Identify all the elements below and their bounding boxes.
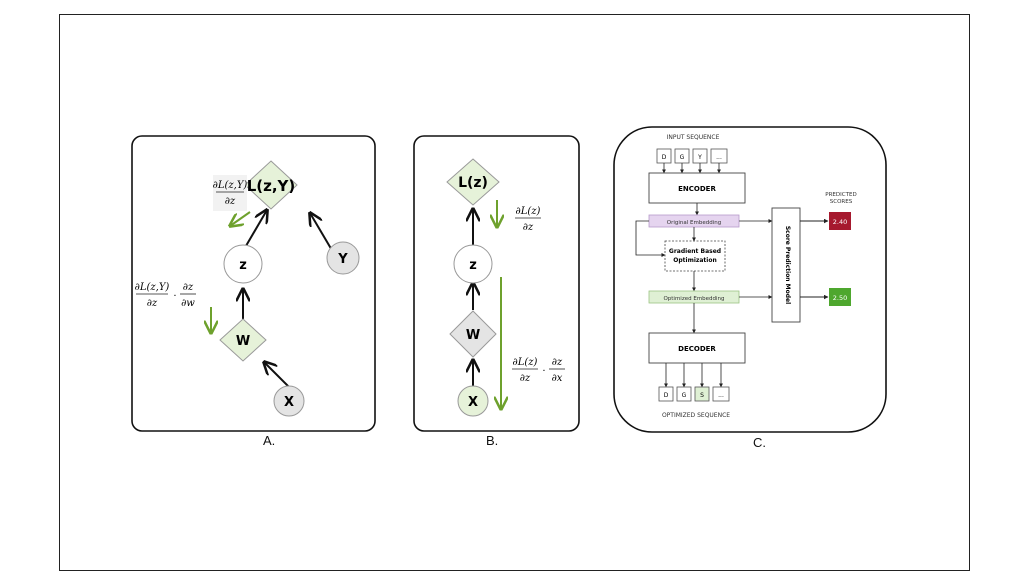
gradient-optimization-box	[664, 240, 726, 272]
panel-a: L(z,Y) z Y W X ∂L(z,Y) ∂z ∂L(z,Y)	[131, 135, 376, 432]
svg-text:∂z: ∂z	[552, 357, 563, 368]
node-loss-label: L(z,Y)	[247, 177, 296, 195]
output-tokens: D G S ...	[658, 386, 730, 402]
input-token-2: G	[680, 154, 685, 161]
node-y-label: Y	[337, 252, 348, 267]
input-sequence-label: INPUT SEQUENCE	[667, 134, 720, 141]
svg-text:∂L(z): ∂L(z)	[513, 357, 538, 368]
grad-chain-formula-b: ∂L(z) ∂z · ∂z ∂x	[512, 357, 565, 384]
node-x-b-label: X	[468, 395, 478, 410]
score-prediction-model-box	[771, 207, 801, 323]
svg-text:∂z: ∂z	[147, 298, 158, 309]
svg-text:∂z: ∂z	[225, 196, 236, 207]
green-grad-arrow-top	[230, 211, 251, 226]
node-z-label: z	[239, 258, 247, 273]
edge-y-to-loss	[310, 213, 334, 253]
optimizer-label-line1: Gradient Based	[669, 248, 721, 255]
input-token-1: D	[662, 154, 667, 161]
svg-text:·: ·	[173, 291, 176, 302]
grad-loss-z-formula-b: ∂L(z) ∂z	[515, 206, 541, 233]
encoder-box	[648, 172, 746, 204]
predicted-scores-label-line2: SCORES	[830, 199, 853, 205]
input-token-4: ...	[716, 154, 722, 161]
decoder-box	[648, 332, 746, 364]
node-loss-b: L(z)	[446, 158, 500, 206]
score-optimized-value: 2.50	[833, 294, 847, 302]
predicted-scores-label-line1: PREDICTED	[825, 192, 856, 198]
output-token-2: G	[682, 392, 687, 399]
node-loss-b-label: L(z)	[458, 175, 488, 191]
node-w-b: W	[449, 310, 497, 358]
svg-text:∂L(z,Y): ∂L(z,Y)	[213, 180, 248, 191]
grad-loss-z-formula: ∂L(z,Y) ∂z	[213, 175, 248, 211]
panel-c-caption: C.	[753, 435, 766, 450]
panel-b: L(z) z W X ∂L(z) ∂z ∂L(z) ∂z · ∂z ∂x	[413, 135, 580, 432]
decoder-label: DECODER	[678, 345, 716, 353]
score-original-value: 2.40	[833, 218, 847, 226]
svg-text:∂L(z,Y): ∂L(z,Y)	[135, 282, 170, 293]
svg-text:·: ·	[542, 366, 545, 377]
node-x-label: X	[284, 395, 294, 410]
score-prediction-model-label: Score Prediction Model	[784, 226, 791, 304]
node-z: z	[223, 244, 263, 284]
output-token-3: S	[700, 392, 704, 399]
svg-text:∂z: ∂z	[520, 373, 531, 384]
node-z-b-label: z	[469, 258, 477, 273]
node-w: W	[219, 318, 267, 362]
score-optimized-badge	[829, 288, 851, 306]
svg-text:∂x: ∂x	[552, 373, 563, 384]
optimized-sequence-label: OPTIMIZED SEQUENCE	[662, 412, 730, 419]
score-original-badge	[829, 212, 851, 230]
node-w-b-label: W	[466, 328, 480, 343]
panel-a-caption: A.	[263, 433, 276, 448]
original-embedding-label: Original Embedding	[667, 220, 721, 226]
node-y: Y	[326, 241, 360, 275]
output-token-4: ...	[718, 392, 724, 399]
svg-text:∂z: ∂z	[183, 282, 194, 293]
node-z-b: z	[453, 244, 493, 284]
edge-z-to-loss	[242, 210, 267, 252]
optimized-embedding-label: Optimized Embedding	[663, 296, 724, 302]
slide-frame: L(z,Y) z Y W X ∂L(z,Y) ∂z ∂L(z,Y)	[59, 14, 970, 571]
input-tokens: D G Y ...	[656, 148, 728, 164]
node-loss: L(z,Y)	[244, 160, 298, 210]
grad-chain-formula: ∂L(z,Y) ∂z · ∂z ∂w	[135, 282, 196, 309]
output-token-1: D	[664, 392, 669, 399]
svg-text:∂z: ∂z	[523, 222, 534, 233]
node-x: X	[273, 385, 305, 417]
input-token-3: Y	[697, 154, 702, 161]
edge-x-to-w	[264, 362, 290, 388]
panel-b-frame	[413, 135, 580, 432]
panel-c: INPUT SEQUENCE D G Y ... ENCODER Origina…	[613, 126, 887, 433]
svg-text:∂w: ∂w	[181, 298, 195, 309]
node-x-b: X	[457, 385, 489, 417]
encoder-label: ENCODER	[678, 185, 716, 193]
figure-canvas: L(z,Y) z Y W X ∂L(z,Y) ∂z ∂L(z,Y)	[131, 126, 887, 433]
node-w-label: W	[236, 334, 250, 349]
panel-b-caption: B.	[486, 433, 499, 448]
svg-text:∂L(z): ∂L(z)	[516, 206, 541, 217]
optimizer-label-line2: Optimization	[673, 257, 717, 264]
